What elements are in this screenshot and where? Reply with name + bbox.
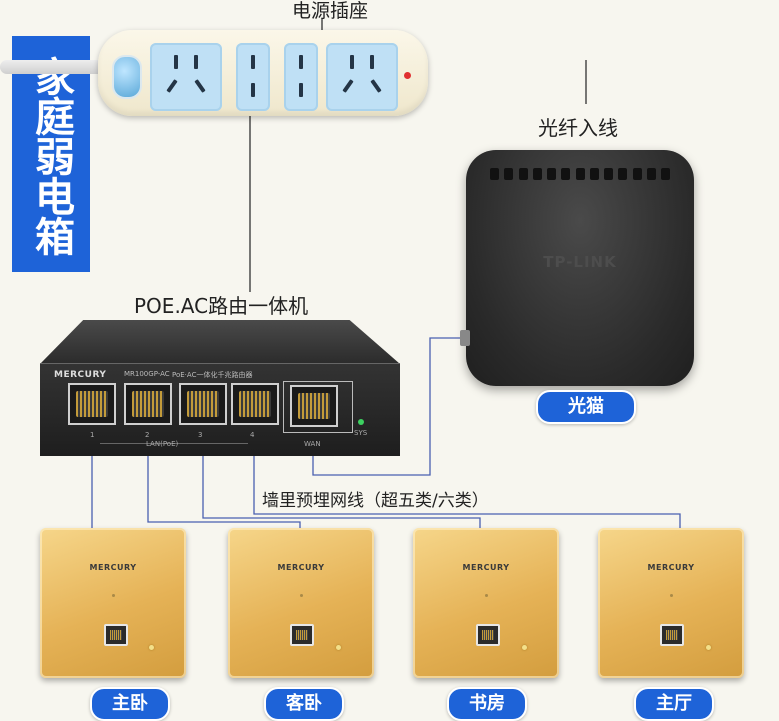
panel-indicator <box>670 594 673 597</box>
panel-brand: MERCURY <box>462 563 510 572</box>
label-router: POE.AC路由一体机 <box>134 294 309 318</box>
wan-label: WAN <box>304 440 321 448</box>
lan-port-1 <box>68 383 116 425</box>
wan-port-frame <box>283 381 353 433</box>
panel-led <box>706 645 711 650</box>
panel-ethernet-port <box>290 624 314 646</box>
sys-led <box>358 419 364 425</box>
wire-guest-bedroom <box>147 440 301 528</box>
port-number-2: 2 <box>145 431 150 439</box>
panel-indicator <box>485 594 488 597</box>
panel-ethernet-port <box>660 624 684 646</box>
wan-port <box>290 385 338 427</box>
panel-led <box>336 645 341 650</box>
wall-panel-guest-bedroom <box>228 528 374 678</box>
wall-panel-master-bedroom <box>40 528 186 678</box>
modem-port <box>460 330 470 346</box>
router-top <box>40 320 400 364</box>
panel-brand: MERCURY <box>277 563 325 572</box>
panel-brand: MERCURY <box>89 563 137 572</box>
modem-vents <box>490 168 670 182</box>
room-badge-living-room: 主厅 <box>634 687 714 721</box>
panel-led <box>522 645 527 650</box>
wire-wan-to-modem <box>312 337 462 476</box>
wall-panel-living-room <box>598 528 744 678</box>
outlet-two-pin-1 <box>236 43 270 111</box>
outlet-three-pin-1 <box>150 43 222 111</box>
lan-port-3 <box>179 383 227 425</box>
lan-port-4 <box>231 383 279 425</box>
port-number-4: 4 <box>250 431 255 439</box>
label-cable: 墙里预埋网线（超五类/六类） <box>262 491 489 511</box>
power-cord <box>0 60 104 74</box>
wire-living-room <box>253 440 681 528</box>
panel-led <box>149 645 154 650</box>
room-badge-guest-bedroom: 客卧 <box>264 687 344 721</box>
router-model: MR100GP-AC <box>124 370 170 378</box>
modem-name-badge: 光猫 <box>536 390 636 424</box>
outlet-two-pin-2 <box>284 43 318 111</box>
label-power-strip: 电源插座 <box>292 0 369 22</box>
lan-poe-label: LAN(PoE) <box>146 440 179 448</box>
label-fiber-in: 光纤入线 <box>538 116 618 140</box>
wall-panel-study <box>413 528 559 678</box>
page-title: 家庭弱电箱 <box>12 36 90 272</box>
optical-modem <box>466 150 694 386</box>
router-brand: MERCURY <box>54 370 107 380</box>
power-switch <box>112 55 142 99</box>
lan-port-2 <box>124 383 172 425</box>
port-number-1: 1 <box>90 431 95 439</box>
room-badge-study: 书房 <box>447 687 527 721</box>
sys-label: SYS <box>354 429 368 437</box>
port-number-3: 3 <box>198 431 203 439</box>
router-desc: PoE·AC一体化千兆路由器 <box>172 371 253 379</box>
lan-group-rule <box>100 443 248 444</box>
wire-study <box>202 440 481 528</box>
panel-indicator <box>300 594 303 597</box>
outlet-three-pin-2 <box>326 43 398 111</box>
power-indicator-led <box>404 72 411 79</box>
panel-ethernet-port <box>104 624 128 646</box>
modem-brand: TP-LINK <box>543 253 617 271</box>
panel-brand: MERCURY <box>647 563 695 572</box>
room-badge-master-bedroom: 主卧 <box>90 687 170 721</box>
panel-ethernet-port <box>476 624 500 646</box>
panel-indicator <box>112 594 115 597</box>
